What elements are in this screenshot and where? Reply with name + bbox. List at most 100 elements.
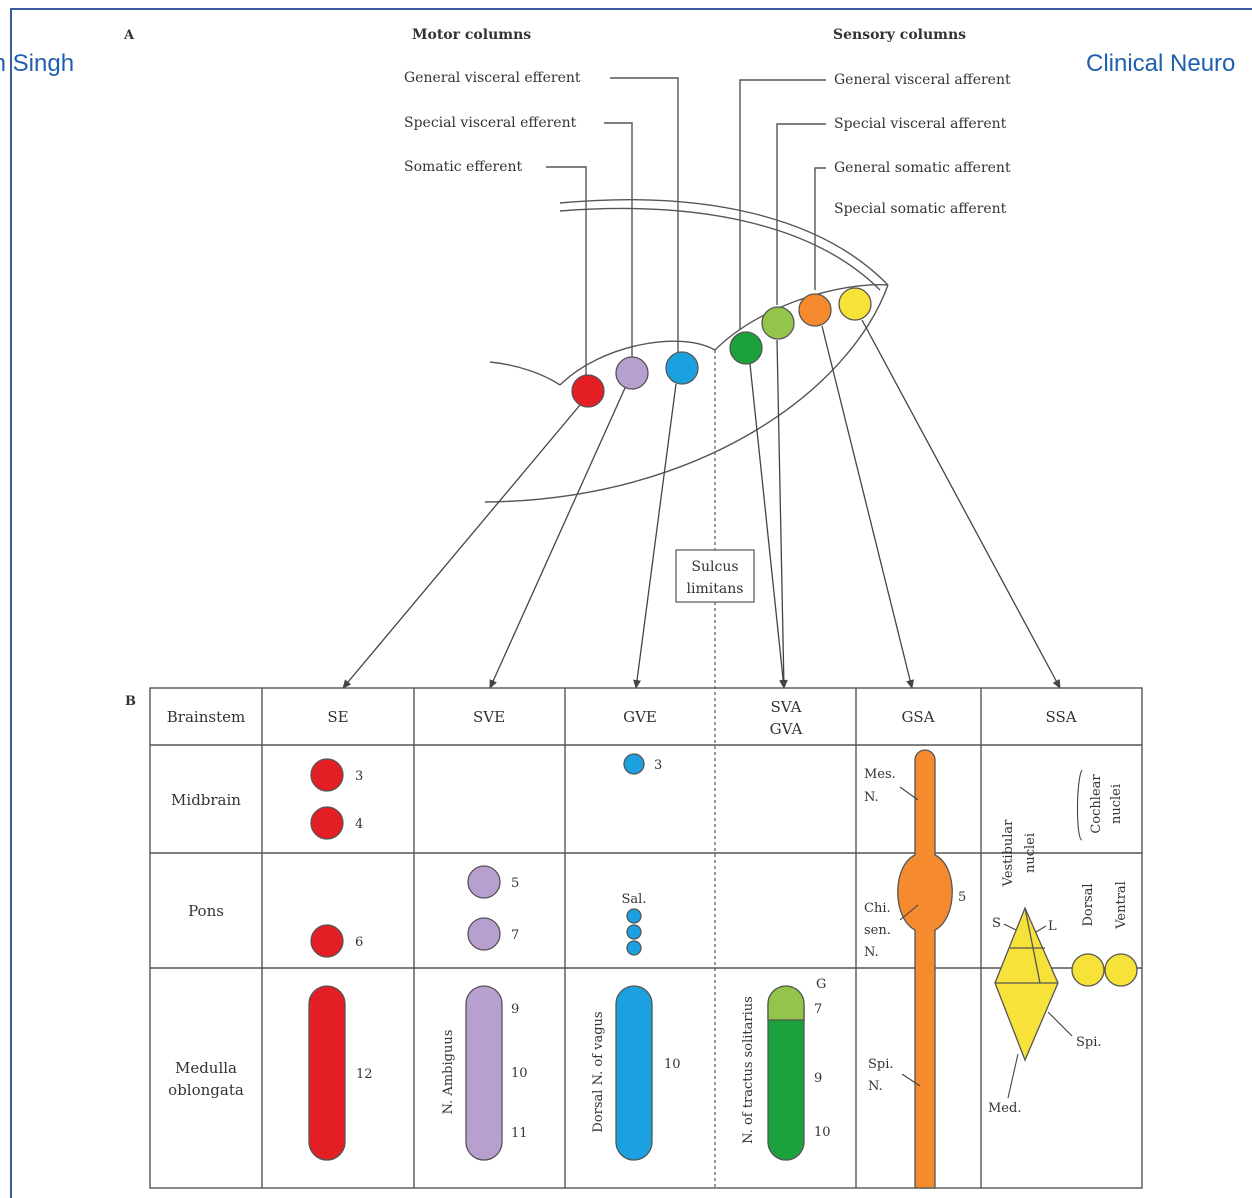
ssa-label-ventral: Ventral: [1114, 881, 1129, 930]
gve-label-10: 10: [664, 1057, 681, 1072]
section-outline: [484, 199, 889, 503]
se-nucleus-4: [310, 806, 344, 840]
header-gva: GVA: [770, 720, 803, 738]
row-pons: Pons: [188, 902, 224, 920]
label-general-visceral-afferent: General visceral afferent: [834, 72, 1011, 88]
header-author: m Singh: [0, 50, 75, 77]
sve-nucleus-7: [467, 917, 501, 951]
header-gsa: GSA: [901, 708, 934, 726]
row-medulla-line2: oblongata: [168, 1081, 244, 1099]
sensory-columns-heading: Sensory columns: [833, 27, 966, 43]
ssa-label-spi: Spi.: [1076, 1035, 1102, 1050]
header-gve: GVE: [623, 708, 657, 726]
sve-label-10: 10: [511, 1066, 528, 1081]
sva-label-9: 9: [814, 1071, 822, 1086]
sve-nucleus-circle: [615, 356, 649, 390]
slide-border-top: [10, 8, 1252, 10]
sve-nucleus-label: N. Ambiguus: [441, 1030, 456, 1115]
se-nucleus-6: [310, 924, 344, 958]
ssa-pointers: [1003, 769, 1083, 1099]
ssa-label-vestibular-nuclei: nuclei: [1023, 833, 1038, 873]
leader-lines: [546, 77, 826, 378]
sve-nucleus-5: [467, 865, 501, 899]
gsa-label-spi-n: N.: [868, 1079, 883, 1094]
header-brainstem: Brainstem: [167, 708, 245, 726]
se-label-6: 6: [355, 935, 363, 950]
sve-label-7: 7: [511, 928, 519, 943]
ssa-label-dorsal: Dorsal: [1081, 883, 1096, 926]
column-arrows: [342, 319, 1061, 689]
gve-sal-dot-3: [626, 940, 642, 956]
header-sve: SVE: [473, 708, 505, 726]
vestibular-nuclei-shape: [994, 906, 1059, 1062]
gve-sal-dot-2: [626, 924, 642, 940]
sva-nucleus-circle: [761, 306, 795, 340]
label-general-visceral-efferent: General visceral efferent: [404, 70, 581, 86]
gve-dorsal-vagus: [615, 985, 653, 1161]
se-label-12: 12: [356, 1067, 373, 1082]
gve-label-sal: Sal.: [622, 892, 647, 907]
gsa-label-mes: Mes.: [864, 767, 896, 782]
sulcus-limitans-box: [675, 549, 755, 603]
se-nucleus-3: [310, 758, 344, 792]
sve-label-5: 5: [511, 876, 519, 891]
se-label-3: 3: [355, 769, 363, 784]
gve-column: [615, 753, 653, 1161]
gsa-label-mes-n: N.: [864, 790, 879, 805]
panel-b-label: B: [125, 694, 136, 709]
label-special-visceral-efferent: Special visceral efferent: [404, 115, 577, 131]
gva-nucleus-circle: [729, 331, 763, 365]
vestibular-divider-diag: [1024, 907, 1041, 984]
gve-label-3: 3: [654, 758, 662, 773]
sva-gva-column: [767, 985, 805, 1161]
header-se: SE: [327, 708, 348, 726]
sve-label-11: 11: [511, 1126, 528, 1141]
label-general-somatic-afferent: General somatic afferent: [834, 160, 1011, 176]
sva-label-7: 7: [814, 1002, 822, 1017]
cochlear-dorsal-nucleus: [1071, 953, 1105, 987]
sva-label-10: 10: [814, 1125, 831, 1140]
sve-column: [465, 865, 503, 1161]
gsa-label-sen: sen.: [864, 923, 891, 938]
se-nucleus-circle: [571, 374, 605, 408]
trigeminal-nuclear-complex: [897, 749, 953, 1189]
sve-nucleus-ambiguus: [465, 985, 503, 1161]
header-ssa: SSA: [1045, 708, 1076, 726]
motor-columns-heading: Motor columns: [412, 27, 531, 43]
sulcus-label-line2: limitans: [687, 581, 744, 597]
sva-label-g: G: [816, 977, 826, 992]
ssa-label-cochlear-nuclei: nuclei: [1109, 784, 1124, 824]
header-sva: SVA: [771, 698, 802, 716]
panel-a-label: A: [123, 28, 135, 43]
label-special-visceral-afferent: Special visceral afferent: [834, 116, 1007, 132]
gve-nucleus-circle: [665, 351, 699, 385]
ssa-label-cochlear: Cochlear: [1089, 774, 1104, 834]
se-nucleus-12: [308, 985, 346, 1161]
gsa-label-spi: Spi.: [868, 1057, 894, 1072]
label-somatic-efferent: Somatic efferent: [404, 159, 523, 175]
ssa-label-med: Med.: [988, 1101, 1021, 1116]
sve-label-9: 9: [511, 1002, 519, 1017]
gsa-label-chi-n: N.: [864, 945, 879, 960]
gsa-label-5: 5: [958, 890, 966, 905]
solitary-gustatory-part: [767, 985, 805, 1021]
gsa-nucleus-circle: [798, 293, 832, 327]
ssa-label-s: S: [992, 916, 1001, 931]
se-column: [308, 758, 346, 1161]
table-grid: [149, 687, 1143, 1189]
section-nuclei: [571, 287, 872, 408]
row-midbrain: Midbrain: [171, 791, 241, 809]
slide-border-left: [10, 8, 12, 1198]
ssa-nucleus-circle: [838, 287, 872, 321]
ssa-label-l: L: [1048, 919, 1057, 934]
gsa-label-chi: Chi.: [864, 901, 891, 916]
gve-nucleus-3: [623, 753, 645, 775]
se-label-4: 4: [355, 817, 363, 832]
cochlear-ventral-nucleus: [1104, 953, 1138, 987]
ssa-label-vestibular: Vestibular: [1001, 819, 1016, 888]
sva-nucleus-label: N. of tractus solitarius: [741, 996, 756, 1144]
gve-nucleus-label: Dorsal N. of vagus: [591, 1011, 606, 1132]
ssa-column: [994, 906, 1138, 1062]
header-course-title: Clinical Neuro: [1086, 50, 1236, 77]
